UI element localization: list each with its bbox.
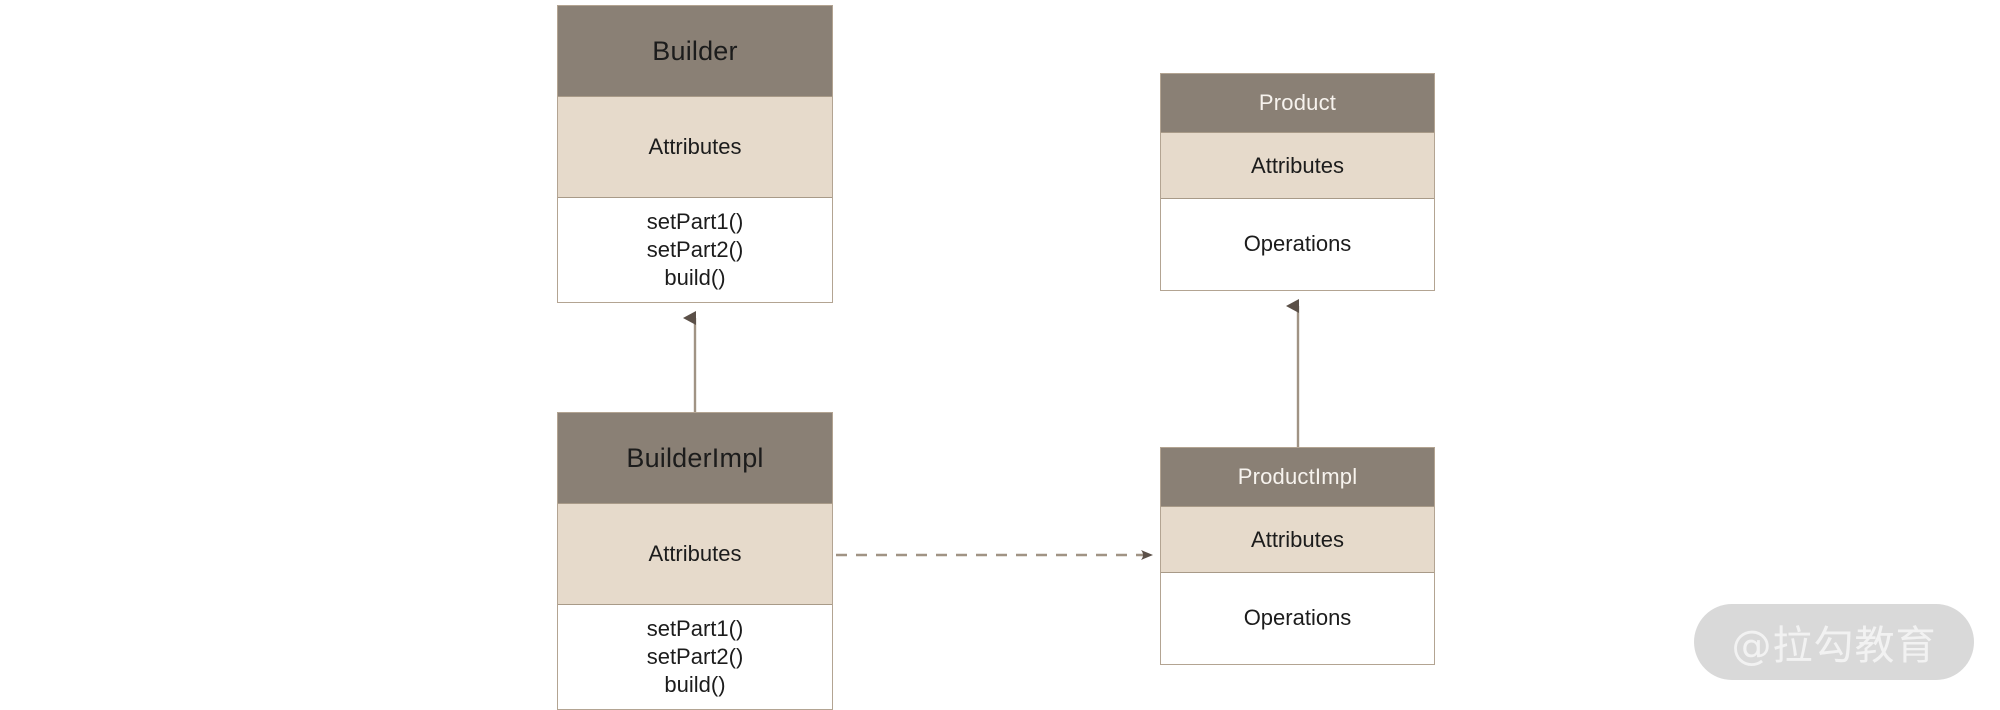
operation-item: build() [664,265,726,291]
class-operations-product: Operations [1161,198,1434,290]
class-title-product-impl: ProductImpl [1161,448,1434,506]
class-operations-builder-impl: setPart1() setPart2() build() [558,604,832,709]
watermark-text: @拉勾教育 [1731,623,1937,669]
uml-class-product-impl[interactable]: ProductImpl Attributes Operations [1160,447,1435,665]
uml-class-product[interactable]: Product Attributes Operations [1160,73,1435,291]
class-title-builder-impl: BuilderImpl [558,413,832,503]
watermark-badge: @拉勾教育 [1694,604,1974,680]
uml-class-builder[interactable]: Builder Attributes setPart1() setPart2()… [557,5,833,303]
class-attributes-builder-impl: Attributes [558,503,832,604]
operation-item: setPart1() [646,208,744,234]
uml-class-builder-impl[interactable]: BuilderImpl Attributes setPart1() setPar… [557,412,833,710]
operation-item: setPart2() [646,236,744,262]
class-attributes-product-impl: Attributes [1161,506,1434,572]
class-operations-builder: setPart1() setPart2() build() [558,197,832,302]
class-attributes-product: Attributes [1161,132,1434,198]
class-title-product: Product [1161,74,1434,132]
class-attributes-builder: Attributes [558,96,832,197]
class-title-builder: Builder [558,6,832,96]
operation-item: setPart1() [646,615,744,641]
operation-item: Operations [1243,231,1352,257]
operation-item: Operations [1243,605,1352,631]
operation-item: build() [664,672,726,698]
operation-item: setPart2() [646,643,744,669]
class-operations-product-impl: Operations [1161,572,1434,664]
